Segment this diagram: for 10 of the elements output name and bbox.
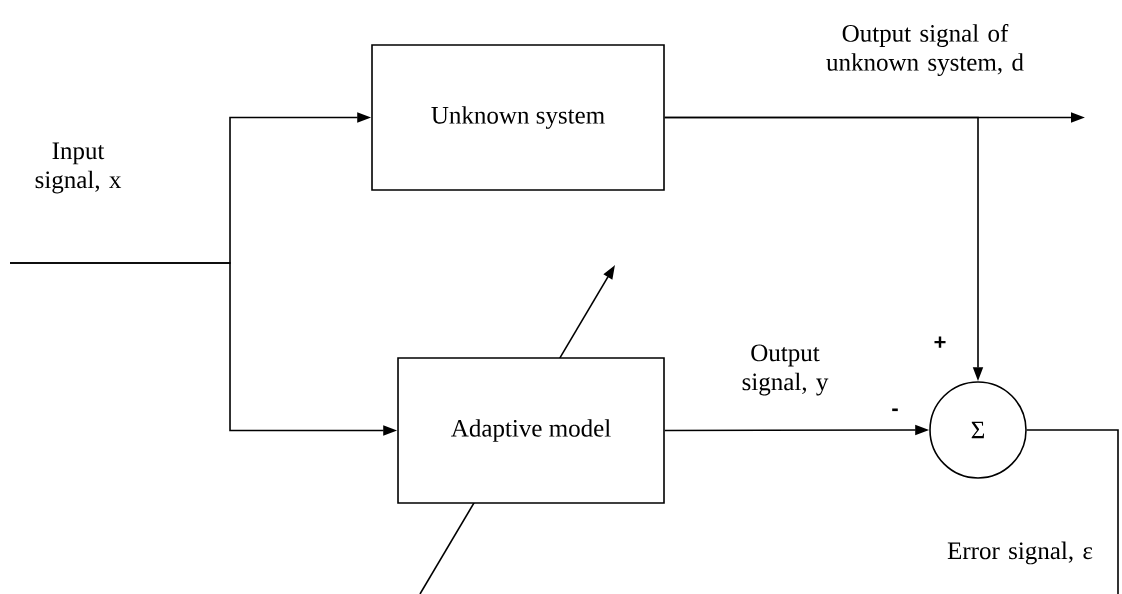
process-box: Adaptive model <box>397 357 665 504</box>
process-box: Unknown system <box>371 44 665 191</box>
edge-label: Output signal, y <box>742 344 829 396</box>
sign-label: - <box>892 408 898 412</box>
edge-label: Error signal, ε <box>947 541 1093 565</box>
summing-junction: Σ <box>929 381 1027 479</box>
edge-label: Input signal, x <box>35 142 122 194</box>
edge-label: Output signal of unknown system, d <box>826 24 1024 76</box>
sign-label: + <box>934 336 946 348</box>
signal-line <box>1026 429 1119 594</box>
